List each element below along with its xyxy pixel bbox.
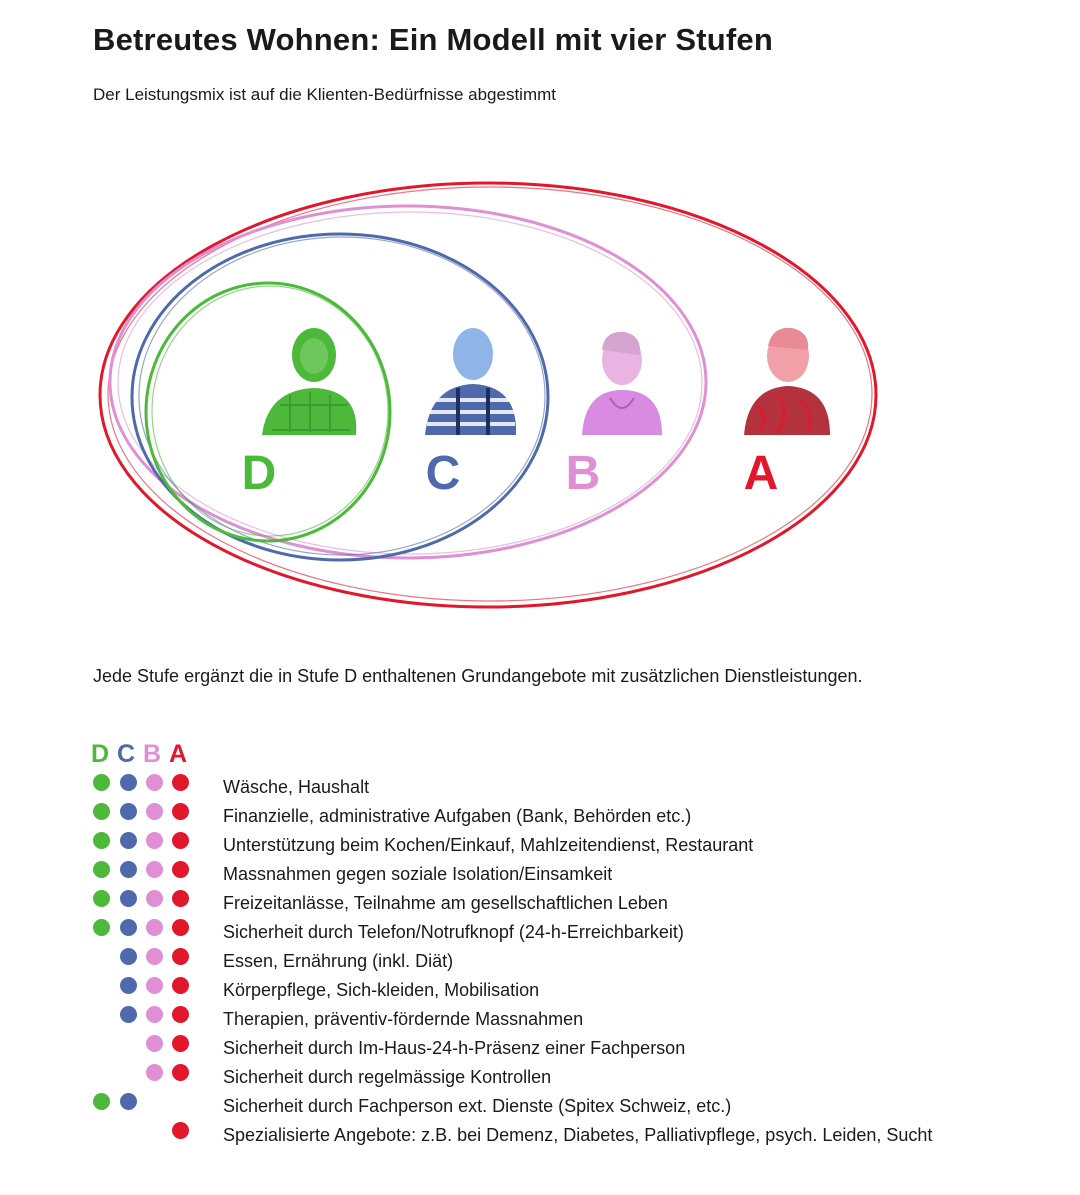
service-label: Sicherheit durch Im-Haus-24-h-Präsenz ei…	[223, 1038, 686, 1058]
service-row: Finanzielle, administrative Aufgaben (Ba…	[91, 799, 991, 828]
stage-a-dot	[172, 919, 189, 936]
service-row: Spezialisierte Angebote: z.B. bei Demenz…	[91, 1118, 991, 1178]
stage-a-dot	[172, 1122, 189, 1139]
stage-b-dot	[146, 919, 163, 936]
stage-a-dot	[172, 890, 189, 907]
stage-b-dot	[146, 1035, 163, 1052]
stage-d-dot	[93, 774, 110, 791]
service-label: Sicherheit durch regelmässige Kontrollen	[223, 1067, 552, 1087]
stage-c-dot	[120, 1006, 137, 1023]
service-label: Massnahmen gegen soziale Isolation/Einsa…	[223, 864, 613, 884]
stage-b-dot	[146, 774, 163, 791]
stage-d-dot	[93, 803, 110, 820]
service-row: Sicherheit durch Fachperson ext. Dienste…	[91, 1089, 991, 1118]
stage-b-dot	[146, 832, 163, 849]
stage-b-letter: B	[566, 447, 601, 500]
service-row: Sicherheit durch Im-Haus-24-h-Präsenz ei…	[91, 1031, 991, 1060]
service-label: Sicherheit durch Telefon/Notrufknopf (24…	[223, 922, 684, 942]
legend-header-c: C	[117, 740, 136, 768]
stage-a-dot	[172, 948, 189, 965]
stage-d-ellipse-inner-stroke	[151, 285, 389, 537]
stage-c-dot	[120, 774, 137, 791]
stage-a-dot	[172, 803, 189, 820]
stage-c-dot	[120, 861, 137, 878]
service-label: Finanzielle, administrative Aufgaben (Ba…	[223, 806, 692, 826]
stage-a-dot	[172, 1006, 189, 1023]
legend-header-d: D	[91, 740, 110, 768]
service-row: Freizeitanlässe, Teilnahme am gesellscha…	[91, 886, 991, 915]
stage-d-dot	[93, 919, 110, 936]
stage-c-dot	[120, 803, 137, 820]
stage-c-ellipse	[130, 232, 550, 562]
stage-a-letter: A	[744, 447, 779, 500]
stage-c-dot	[120, 948, 137, 965]
service-label: Unterstützung beim Kochen/Einkauf, Mahlz…	[223, 835, 754, 855]
service-row: Wäsche, Haushalt	[91, 770, 991, 799]
portrait-b-icon	[582, 331, 662, 435]
caption-text: Jede Stufe ergänzt die in Stufe D enthal…	[93, 666, 863, 686]
stage-b-dot	[146, 803, 163, 820]
four-stage-diagram: D C B A	[98, 181, 878, 609]
stage-d-dot	[93, 1093, 110, 1110]
service-label: Therapien, präventiv-fördernde Massnahme…	[223, 1009, 584, 1029]
stage-c-dot	[120, 977, 137, 994]
service-label: Essen, Ernährung (inkl. Diät)	[223, 951, 454, 971]
page-subtitle: Der Leistungsmix ist auf die Klienten-Be…	[93, 85, 556, 104]
portrait-d-icon	[262, 328, 357, 435]
stage-a-ellipse-inner-stroke	[107, 186, 873, 602]
stage-a-dot	[172, 1064, 189, 1081]
stage-a-dot	[172, 977, 189, 994]
stage-c-dot	[120, 1093, 137, 1110]
service-label: Spezialisierte Angebote: z.B. bei Demenz…	[223, 1125, 933, 1145]
stage-b-dot	[146, 861, 163, 878]
stage-a-dot	[172, 861, 189, 878]
service-label: Sicherheit durch Fachperson ext. Dienste…	[223, 1096, 732, 1116]
portrait-a-icon	[744, 327, 830, 435]
service-row: Essen, Ernährung (inkl. Diät)	[91, 944, 991, 973]
stage-c-dot	[120, 890, 137, 907]
service-row: Körperpflege, Sich-kleiden, Mobilisation	[91, 973, 991, 1002]
stage-a-ellipse	[98, 181, 878, 609]
legend-header-b: B	[143, 740, 162, 768]
service-label: Freizeitanlässe, Teilnahme am gesellscha…	[223, 893, 668, 913]
stage-b-dot	[146, 890, 163, 907]
stage-a-dot	[172, 1035, 189, 1052]
stage-c-dot	[120, 919, 137, 936]
legend-header: D C B A	[91, 740, 195, 769]
stage-b-dot	[146, 1064, 163, 1081]
service-row: Sicherheit durch regelmässige Kontrollen	[91, 1060, 991, 1089]
stage-d-letter: D	[242, 447, 277, 500]
stage-a-dot	[172, 774, 189, 791]
stage-b-dot	[146, 977, 163, 994]
service-label: Wäsche, Haushalt	[223, 777, 370, 797]
page-title: Betreutes Wohnen: Ein Modell mit vier St…	[93, 22, 773, 57]
stage-b-dot	[146, 948, 163, 965]
stage-b-ellipse	[108, 204, 708, 560]
stage-d-ellipse	[144, 281, 392, 543]
legend-header-a: A	[169, 740, 188, 768]
stage-c-ellipse-inner-stroke	[138, 236, 546, 556]
stage-a-dot	[172, 832, 189, 849]
stage-d-dot	[93, 832, 110, 849]
stage-b-dot	[146, 1006, 163, 1023]
service-label: Körperpflege, Sich-kleiden, Mobilisation	[223, 980, 540, 1000]
service-row: Therapien, präventiv-fördernde Massnahme…	[91, 1002, 991, 1031]
service-row: Sicherheit durch Telefon/Notrufknopf (24…	[91, 915, 991, 944]
service-row: Massnahmen gegen soziale Isolation/Einsa…	[91, 857, 991, 886]
stage-d-dot	[93, 890, 110, 907]
stage-c-dot	[120, 832, 137, 849]
service-row: Unterstützung beim Kochen/Einkauf, Mahlz…	[91, 828, 991, 857]
portrait-c-icon	[425, 328, 517, 435]
stage-c-letter: C	[426, 447, 461, 500]
stage-d-dot	[93, 861, 110, 878]
stage-b-ellipse-inner-stroke	[117, 211, 703, 555]
